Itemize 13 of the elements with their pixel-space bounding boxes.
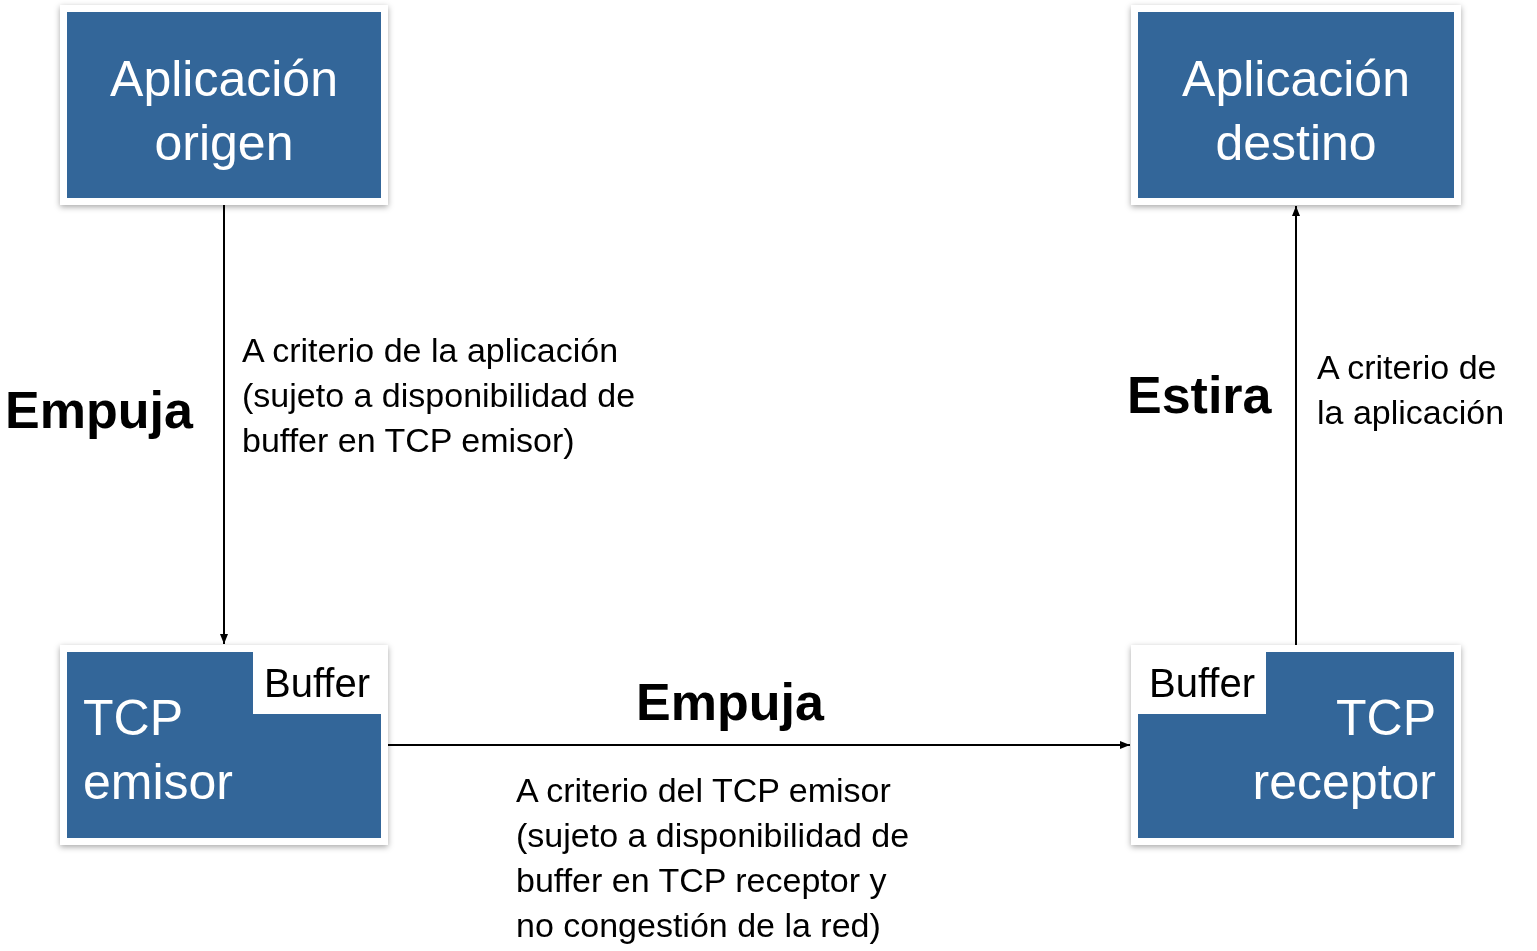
note-text: A criterio de la aplicación: [1317, 347, 1506, 433]
node-label: Aplicación origen: [109, 50, 339, 173]
edge-label: Empuja: [5, 380, 193, 440]
note-text: A criterio de la aplicación (sujeto a disponibilidad de buffer en TCP emisor): [242, 330, 637, 461]
note-text: A criterio del TCP emisor (sujeto a disponibilidad de buffer en TCP receptor y no congestión de la red): [516, 770, 911, 946]
edge-label: Estira: [1127, 365, 1272, 425]
arrow: [387, 741, 1131, 749]
arrow: [220, 204, 228, 645]
edge-label: Empuja: [636, 672, 824, 732]
node-label: Aplicación destino: [1181, 50, 1411, 173]
node-label: TCP emisor: [83, 689, 235, 812]
node-label: Buffer: [263, 660, 371, 707]
arrow: [1292, 205, 1300, 646]
